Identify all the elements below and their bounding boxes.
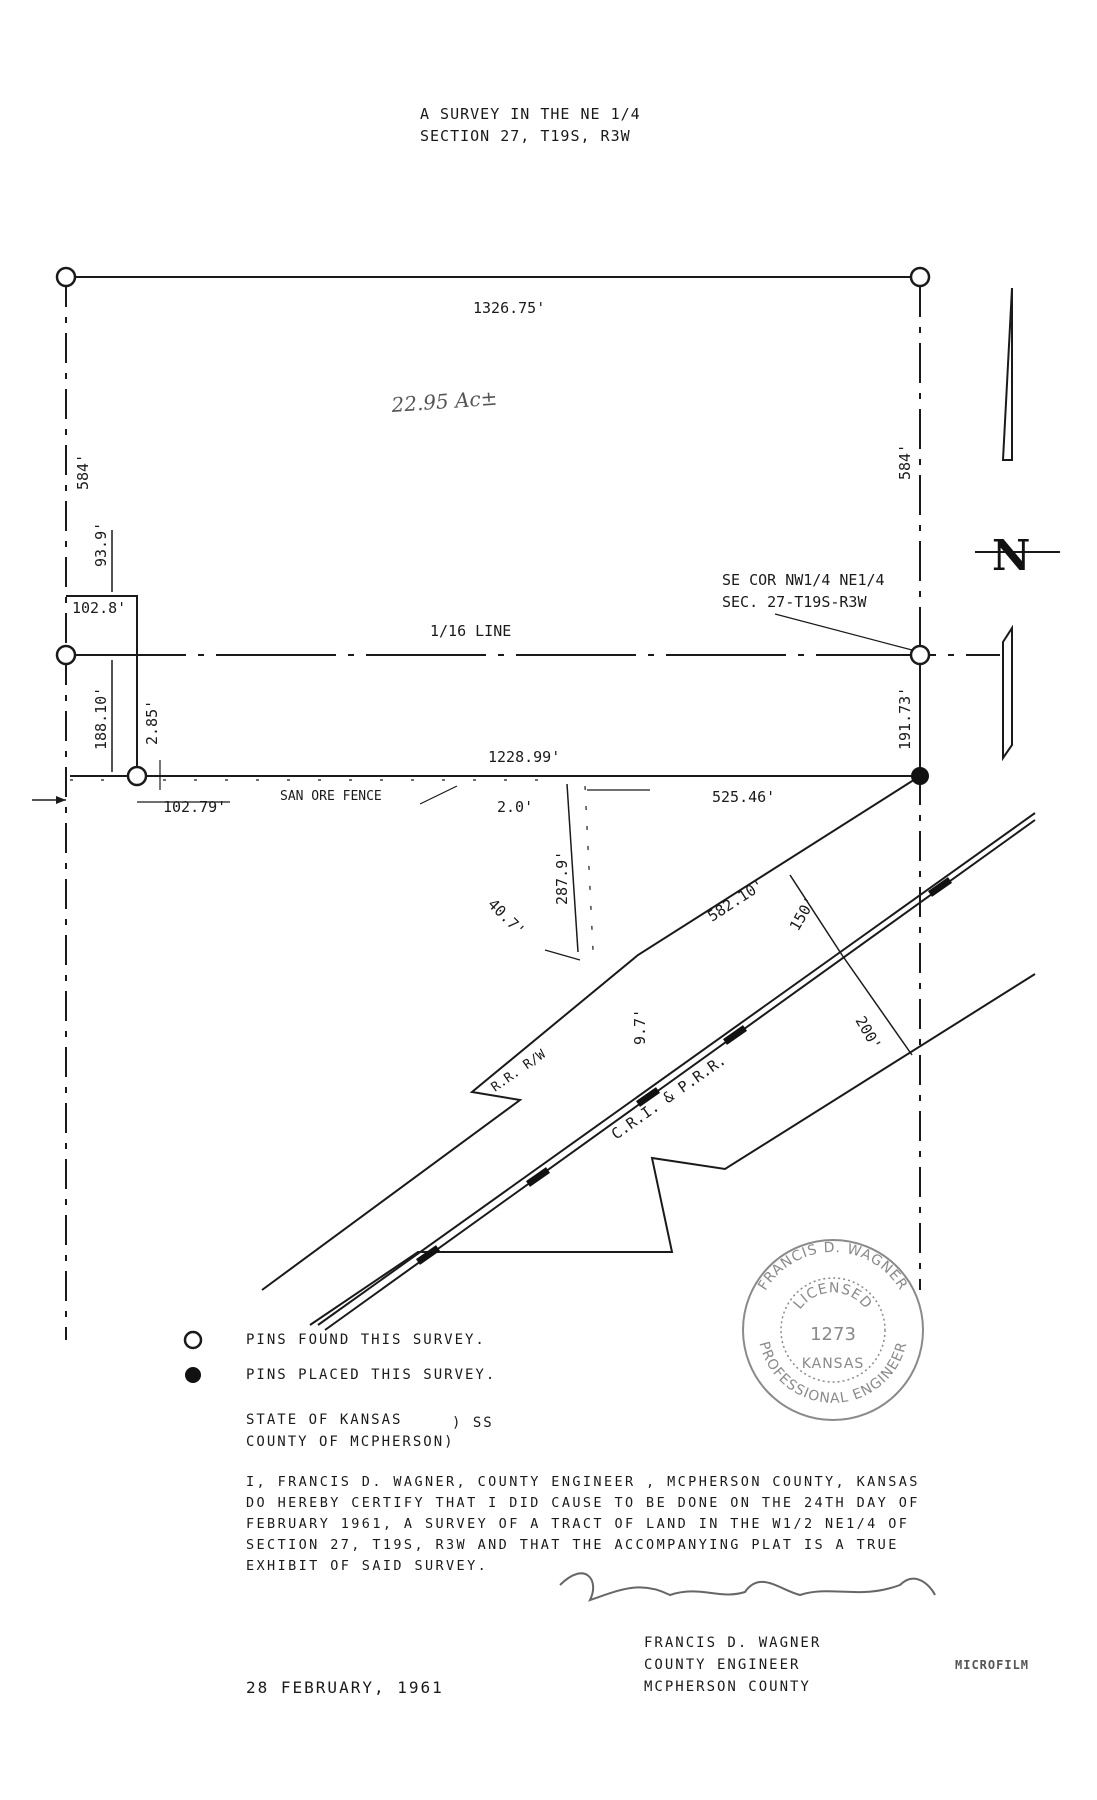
fence-run-dim: 287.9' — [553, 851, 571, 905]
fence-label: SAN ORE FENCE — [280, 789, 382, 804]
fence-dim-a — [566, 783, 579, 953]
row-north-line — [261, 775, 921, 1291]
signature — [559, 1572, 936, 1602]
pin-found-start — [126, 765, 148, 787]
west-upper-dim: 584' — [74, 454, 92, 490]
west-offset-dim: 93.9' — [92, 522, 110, 567]
east-lower-dim: 191.73' — [896, 687, 914, 750]
engineer-seal: FRANCIS D. WAGNER LICENSED 1273 KANSAS P… — [742, 1239, 924, 1421]
legend-found-text: PINS FOUND THIS SURVEY. — [246, 1332, 486, 1348]
seal-number: 1273 — [810, 1324, 856, 1345]
plat-title-line2: SECTION 27, T19S, R3W — [420, 127, 631, 145]
track-rail-2 — [324, 819, 1036, 1331]
row-south-line — [309, 973, 1036, 1326]
track-tie-3 — [635, 1087, 661, 1107]
signer-county: MCPHERSON COUNTY — [644, 1679, 811, 1695]
west-lower-dim: 188.10' — [92, 687, 110, 750]
track-tie-1 — [927, 877, 953, 897]
pin-found-ne — [909, 266, 931, 288]
jog-box — [66, 595, 138, 776]
jog-dim: 102.8' — [72, 599, 126, 617]
north-line-dim: 1326.75' — [473, 299, 545, 317]
left-arrow-head — [56, 796, 66, 804]
fence-dim-b — [584, 785, 594, 951]
pin-found-w16 — [55, 644, 77, 666]
pin-found-nw — [55, 266, 77, 288]
north-arrow-bottom — [1002, 624, 1013, 762]
jurisdiction-state: STATE OF KANSAS — [246, 1412, 403, 1428]
seal-outer-bottom: PROFESSIONAL ENGINEER — [756, 1340, 911, 1407]
pin-placed-se — [911, 767, 929, 785]
small-drop-dim: 9.7' — [631, 1009, 649, 1045]
small-offset-dim: 2.85' — [143, 700, 161, 745]
sixteenth-line-label: 1/16 LINE — [430, 622, 511, 640]
row-200-dim: 200' — [852, 1013, 886, 1053]
seal-state: KANSAS — [802, 1356, 865, 1372]
north-arrow-top — [1001, 287, 1013, 461]
certificate-text: I, FRANCIS D. WAGNER, COUNTY ENGINEER , … — [246, 1474, 920, 1574]
legend-placed-text: PINS PLACED THIS SURVEY. — [246, 1367, 497, 1383]
start-offset-dim: 102.79' — [163, 798, 226, 816]
corner-note-2: SEC. 27-T19S-R3W — [722, 593, 867, 611]
survey-date: 28 FEBRUARY, 1961 — [246, 1678, 444, 1697]
dim-150 — [789, 874, 843, 956]
plat-title-line1: A SURVEY IN THE NE 1/4 — [420, 105, 641, 123]
seal-inner: LICENSED — [791, 1280, 876, 1312]
corner-leader — [774, 613, 913, 651]
north-label: N — [992, 531, 1030, 580]
pin-found-e16 — [909, 644, 931, 666]
signer-name: FRANCIS D. WAGNER — [644, 1635, 822, 1651]
plat-title: A SURVEY IN THE NE 1/4 SECTION 27, T19S,… — [420, 103, 641, 147]
south-line-dim: 1228.99' — [488, 748, 560, 766]
track-tie-4 — [525, 1167, 551, 1187]
east-upper-dim: 584' — [896, 444, 914, 480]
railroad-label: C.R.I. & P.R.R. — [608, 1051, 729, 1143]
corner-note-1: SE COR NW1/4 NE1/4 — [722, 571, 885, 589]
track-tie-5 — [415, 1245, 441, 1265]
signature-block: FRANCIS D. WAGNER COUNTY ENGINEER MCPHER… — [644, 1632, 821, 1698]
row-line-dim: 582.10' — [704, 876, 767, 926]
legend-found-symbol — [183, 1330, 203, 1350]
signer-title: COUNTY ENGINEER — [644, 1657, 801, 1673]
diag-offset-dim: 40.7' — [484, 895, 529, 940]
fence-offset-dim: 2.0' — [497, 798, 533, 816]
fence-label-leader — [419, 785, 458, 805]
jurisdiction-ss: ) SS — [452, 1415, 494, 1431]
acreage-label: 22.95 Ac± — [390, 386, 498, 417]
dim-200 — [841, 954, 913, 1056]
east-segment-dim: 525.46' — [712, 788, 775, 806]
track-tie-2 — [722, 1025, 748, 1045]
jurisdiction-county: COUNTY OF MCPHERSON) — [246, 1434, 455, 1450]
track-rail-1 — [317, 812, 1036, 1326]
legend-placed-symbol — [185, 1367, 201, 1383]
microfilm-stamp: MICROFILM — [955, 1658, 1030, 1672]
fence-dim-d — [544, 949, 581, 961]
